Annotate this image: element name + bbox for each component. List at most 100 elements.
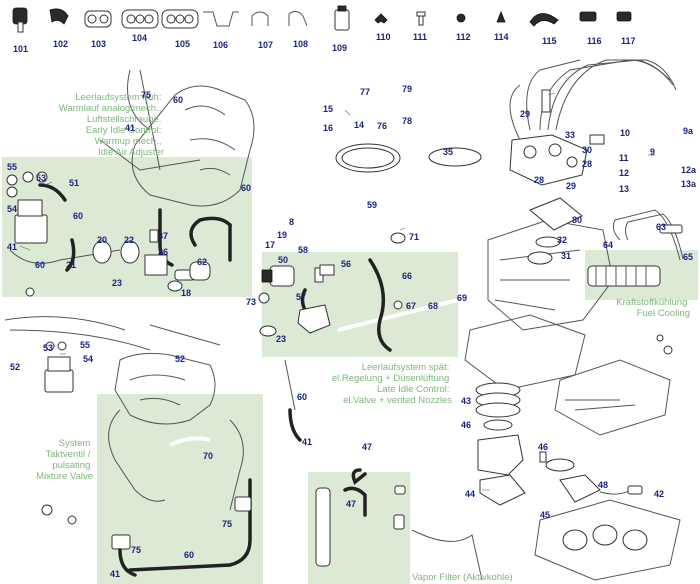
callout-60: 60 [73,211,83,221]
caption-pulsating-valve: System Taktventil / pulsating Mixture Va… [36,438,93,482]
callout-64: 64 [603,240,613,250]
callout-28: 28 [582,159,592,169]
callout-103: 103 [91,39,106,49]
leader-lines [19,92,655,491]
callout-116: 116 [587,36,602,46]
callout-60: 60 [35,260,45,270]
clip-110 [374,13,388,24]
caption-vapor-filter: Vapor Filter (Aktivkohle) [412,572,513,583]
engine-block-right [464,219,681,581]
pulsating-valve-parts [41,341,302,577]
clip-112 [456,13,466,23]
callout-69: 69 [457,293,467,303]
callout-29: 29 [566,181,576,191]
callout-80: 80 [572,215,582,225]
fuel-cooler [587,209,684,287]
callout-56: 56 [341,259,351,269]
callout-101: 101 [13,44,28,54]
callout-46: 46 [538,442,548,452]
callout-115: 115 [542,36,557,46]
callout-45: 45 [540,510,550,520]
zone-late-idle [262,252,458,357]
callout-60: 60 [173,95,183,105]
callout-63: 63 [656,222,666,232]
callout-44: 44 [465,489,475,499]
callout-18: 18 [181,288,191,298]
bracket-104 [121,9,159,29]
callout-8: 8 [289,217,294,227]
callout-106: 106 [213,40,228,50]
intake-manifold-lower [4,316,221,425]
callout-60: 60 [184,550,194,560]
callout-75: 75 [131,545,141,555]
bracket-103 [84,10,112,28]
early-idle-parts [6,171,232,297]
callout-23: 23 [112,278,122,288]
clip-117 [616,11,632,22]
callout-102: 102 [53,39,68,49]
vapor-filter-parts [315,468,483,581]
callout-54: 54 [7,204,17,214]
callout-75: 75 [222,519,232,529]
callout-53: 53 [43,343,53,353]
clip-102 [49,8,69,25]
callout-11: 11 [619,153,629,163]
callout-23: 23 [276,334,286,344]
callout-107: 107 [258,40,273,50]
callout-35: 35 [443,147,453,157]
callout-36: 36 [158,247,168,257]
screw-111 [416,11,426,26]
callout-65: 65 [683,252,693,262]
callout-62: 62 [197,257,207,267]
callout-15: 15 [323,104,333,114]
callout-21: 21 [66,260,76,270]
callout-17: 17 [265,240,275,250]
callout-76: 76 [377,121,387,131]
callout-19: 19 [277,230,287,240]
air-duct-59 [327,213,443,244]
callout-109: 109 [332,43,347,53]
callout-53: 53 [36,173,46,183]
callout-labels: 101 102 103 104 105 106 107 108 109 110 … [7,32,697,579]
callout-41: 41 [302,437,312,447]
callout-104: 104 [132,33,147,43]
injection-lines [509,59,677,141]
caption-early-idle: Leerlaufsystem früh: Warmlauf analog/mec… [59,92,164,158]
callout-9: 9 [650,147,655,157]
callout-60: 60 [297,392,307,402]
callout-14: 14 [354,120,364,130]
callout-71: 71 [409,232,419,242]
callout-48: 48 [598,480,608,490]
callout-66: 66 [402,271,412,281]
callout-52: 52 [10,362,20,372]
callout-41: 41 [110,569,120,579]
air-flow-sensor [335,143,583,265]
callout-117: 117 [621,36,636,46]
bracket-106 [203,11,239,27]
callout-47: 47 [346,499,356,509]
callout-31: 31 [561,251,571,261]
clip-116 [579,11,597,22]
callout-58: 58 [298,245,308,255]
callout-9a: 9a [683,126,694,136]
clamp-115 [529,13,559,27]
callout-68: 68 [428,301,438,311]
callout-105: 105 [175,39,190,49]
callout-77: 77 [360,87,370,97]
callout-57: 57 [296,292,306,302]
clip-114 [496,10,506,23]
callout-20: 20 [97,235,107,245]
filter-109 [334,5,350,31]
callout-55: 55 [80,340,90,350]
callout-10: 10 [620,128,630,138]
caption-fuel-cooling: Kraftstoffkühlung Fuel Cooling [616,297,690,319]
callout-37: 37 [158,231,168,241]
callout-12: 12 [619,168,629,178]
clamp-108 [288,10,308,27]
callout-12a: 12a [681,165,697,175]
callout-33: 33 [565,130,575,140]
callout-75: 75 [141,90,151,100]
callout-55: 55 [7,162,17,172]
callout-47: 47 [362,442,372,452]
